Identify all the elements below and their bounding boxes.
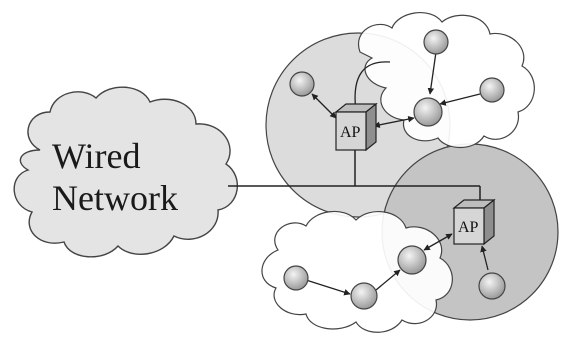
access-point-2: AP bbox=[452, 198, 496, 246]
station-node bbox=[479, 77, 505, 103]
link-node5-node6 bbox=[305, 279, 351, 296]
link-node4-node2 bbox=[439, 93, 481, 106]
ap2-box-front bbox=[453, 207, 485, 245]
station-node bbox=[423, 29, 449, 55]
link-node7-ap2 bbox=[423, 233, 453, 251]
station-node bbox=[413, 97, 443, 127]
link-node1-ap1 bbox=[311, 93, 337, 119]
wired-network-cloud bbox=[13, 86, 239, 258]
link-node-path-top bbox=[354, 61, 391, 113]
station-node bbox=[478, 272, 506, 300]
station-node bbox=[289, 71, 315, 97]
ap1-box-front bbox=[335, 111, 367, 151]
wired-network-label-line2: Network bbox=[52, 178, 178, 218]
adhoc-cloud-bottom bbox=[261, 210, 453, 333]
ap2-box-side bbox=[483, 198, 495, 246]
station-node bbox=[283, 265, 309, 291]
ap2-label: AP bbox=[458, 219, 479, 236]
wireless-links bbox=[305, 51, 489, 296]
link-node6-node7 bbox=[375, 269, 401, 291]
station-node bbox=[350, 282, 378, 310]
ap1-box-side bbox=[365, 102, 377, 152]
link-node8-ap2 bbox=[480, 245, 489, 271]
link-ap1-node2 bbox=[373, 115, 415, 129]
link-node3-node2 bbox=[427, 51, 437, 95]
ap1-label: AP bbox=[340, 124, 361, 141]
wired-network-label-line1: Wired bbox=[52, 136, 141, 176]
adhoc-cloud-top bbox=[357, 12, 535, 149]
access-point-1: AP bbox=[334, 102, 378, 152]
station-node bbox=[397, 245, 427, 275]
wireless-nodes bbox=[283, 29, 506, 310]
